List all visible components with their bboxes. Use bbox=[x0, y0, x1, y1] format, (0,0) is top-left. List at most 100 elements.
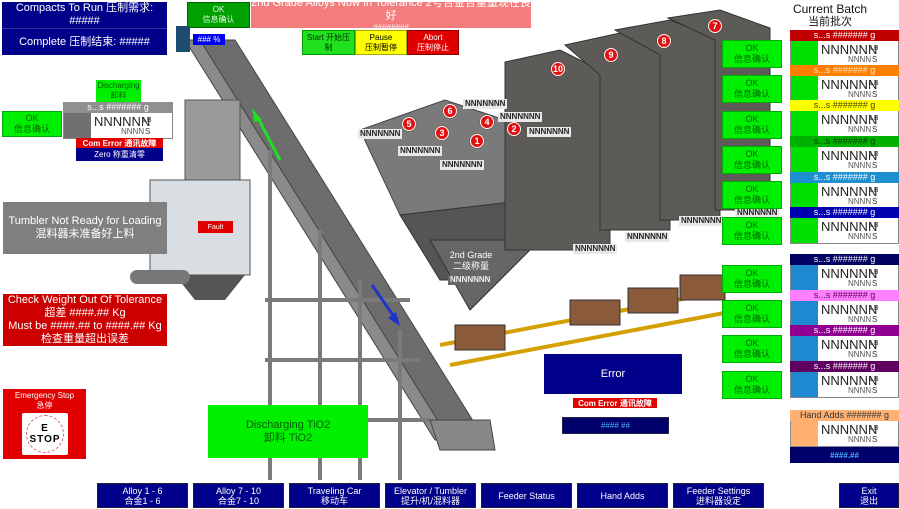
tolerance-text: 2nd Grade Alloys Now In Tolerance 2号合金合重… bbox=[251, 0, 531, 22]
bin-badge-1[interactable]: 1 bbox=[470, 134, 484, 148]
batch-row-value: NNNNNN bbox=[821, 266, 878, 281]
batch-row-unit: LB bbox=[870, 305, 879, 312]
pause-sub-label: 压制暂停 bbox=[365, 42, 397, 52]
bin-badge-7[interactable]: 7 bbox=[708, 19, 722, 33]
com-error-text: Com Error 通讯故障 bbox=[578, 398, 652, 408]
batch-total: ####.## bbox=[790, 447, 899, 463]
button-label: Exit bbox=[861, 485, 877, 496]
error-box: Error bbox=[544, 354, 682, 394]
left-scale-sub-unit: S bbox=[145, 127, 151, 136]
button-label: Feeder Status bbox=[498, 490, 555, 501]
button-label: 信息确认 bbox=[733, 231, 770, 241]
current-batch-title: Current Batch 当前批次 bbox=[785, 3, 875, 29]
bin-badge-8[interactable]: 8 bbox=[657, 34, 671, 48]
batch-row-unit: LB bbox=[870, 115, 879, 122]
bin-tag-10: NNNNNNN bbox=[573, 244, 618, 254]
left-scale-value: NNNNNN bbox=[94, 114, 151, 129]
bin-badge-6[interactable]: 6 bbox=[443, 104, 457, 118]
batch-row-sub: NNNN bbox=[848, 90, 872, 99]
batch-row-sub-unit: S bbox=[872, 232, 878, 241]
batch-row-header: s...s ####### g bbox=[790, 65, 899, 76]
compacts-to-run-text: Compacts To Run 压制需求: ##### bbox=[15, 2, 154, 27]
bin-badge-2[interactable]: 2 bbox=[507, 122, 521, 136]
machine-readout: #### ## bbox=[562, 417, 669, 434]
compacts-to-run-display: Compacts To Run 压制需求: ##### bbox=[2, 2, 167, 29]
current-batch-sub: 当前批次 bbox=[808, 16, 852, 28]
batch-row-value: NNNNNN bbox=[821, 184, 878, 199]
ok-label: OK bbox=[25, 113, 39, 123]
batch-row-sub-unit: S bbox=[872, 350, 878, 359]
pause-label: Pause bbox=[369, 32, 393, 42]
button-label: Elevator / Tumbler bbox=[393, 485, 468, 496]
start-button[interactable]: Start 开始压制 bbox=[302, 30, 355, 55]
tumbler-hopper bbox=[175, 275, 245, 300]
top-ok-button[interactable]: OK 信息确认 bbox=[187, 2, 250, 28]
bin-badge-9[interactable]: 9 bbox=[604, 48, 618, 62]
abort-button[interactable]: Abort 压制停止 bbox=[407, 30, 459, 55]
bin-tag-7: NNNNNNN bbox=[735, 208, 780, 218]
batch-row-sub: NNNN bbox=[848, 161, 872, 170]
bin-badge-3[interactable]: 3 bbox=[435, 126, 449, 140]
hand-adds-panel: Hand Adds ####### g NNNNNN LB NNNN S bbox=[790, 410, 899, 447]
bin-badge-10[interactable]: 10 bbox=[551, 62, 565, 76]
batch-row-sub: NNNN bbox=[848, 279, 872, 288]
tumbler-chute bbox=[130, 270, 190, 284]
tio2-sub-label: 卸料 TiO2 bbox=[263, 431, 313, 444]
button-label: Alloy 7 - 10 bbox=[215, 485, 262, 496]
batch-row-header: s...s ####### g bbox=[790, 254, 899, 265]
bin-badge-4[interactable]: 4 bbox=[480, 115, 494, 129]
batch-row-sub-unit: S bbox=[872, 279, 878, 288]
nav-hand-adds[interactable]: Hand Adds bbox=[577, 483, 668, 508]
bin-badge-5[interactable]: 5 bbox=[402, 117, 416, 131]
discharging-label: Discharging bbox=[97, 81, 140, 90]
button-label: 提升/机/混料器 bbox=[400, 495, 460, 506]
button-label: OK bbox=[745, 220, 759, 230]
check-weight-text: Check Weight Out Of Tolerance bbox=[7, 294, 163, 306]
bin-tag-2: NNNNNNN bbox=[527, 127, 572, 137]
button-label: 信息确认 bbox=[733, 314, 770, 324]
pause-button[interactable]: Pause 压制暂停 bbox=[355, 30, 407, 55]
batch-row-value: NNNNNN bbox=[821, 302, 878, 317]
e-stop-button[interactable]: E STOP bbox=[22, 413, 68, 455]
hand-adds-value: NNNNNN bbox=[821, 422, 878, 437]
batch-row-unit: LB bbox=[870, 222, 879, 229]
batch-row-swatch bbox=[791, 336, 818, 361]
left-ok-button[interactable]: OK 信息确认 bbox=[2, 111, 62, 137]
batch-row-sub: NNNN bbox=[848, 350, 872, 359]
button-label: 合金1 - 6 bbox=[124, 495, 161, 506]
batch-row-unit: LB bbox=[870, 376, 879, 383]
left-scale-swatch bbox=[64, 113, 91, 138]
button-label: 退出 bbox=[859, 495, 878, 506]
bin-tag-5: NNNNNNN bbox=[358, 129, 403, 139]
zero-button[interactable]: Zero 称重清零 bbox=[76, 148, 163, 161]
bottom-conveyor bbox=[429, 419, 496, 451]
button-label: Hand Adds bbox=[600, 490, 645, 501]
batch-row-swatch bbox=[791, 372, 818, 397]
button-label: OK bbox=[745, 184, 759, 194]
nav-feeder-status[interactable]: Feeder Status bbox=[481, 483, 572, 508]
button-label: 信息确认 bbox=[733, 349, 770, 359]
discharging-indicator: Discharging 卸料 bbox=[96, 80, 141, 102]
com-error-text: Com Error 通讯故障 bbox=[82, 138, 157, 148]
bin-tag-4: NNNNNNN bbox=[498, 112, 543, 122]
